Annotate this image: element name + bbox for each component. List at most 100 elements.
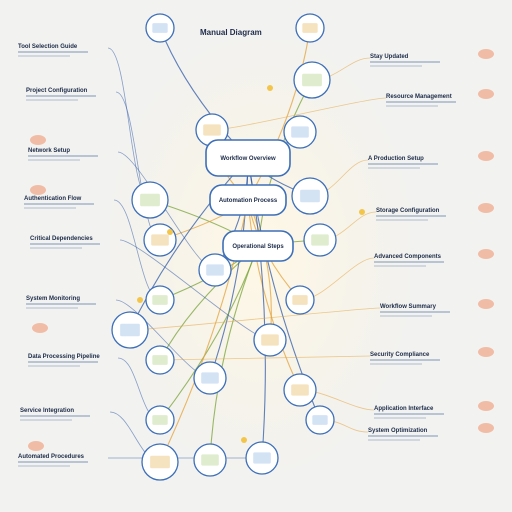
label-subtext-bar [380,315,432,317]
side-label: Project Configuration [26,88,88,94]
hand-icon [478,299,494,309]
diagram-heading: Manual Diagram [200,28,262,37]
label-subtext-bar [376,219,428,221]
node-thumbnail-icon [152,415,168,425]
hand-icon [478,423,494,433]
label-subtext-bar [368,167,420,169]
hand-icon [478,401,494,411]
connector-line [247,27,311,201]
highlight-dot [359,209,365,215]
label-subtext-bar [30,243,100,245]
hand-icon [30,185,46,195]
label-subtext-bar [370,61,440,63]
label-subtext-bar [18,465,70,467]
node-thumbnail-icon [206,264,224,276]
hub-label: Automation Process [219,198,278,204]
node-thumbnail-icon [291,126,309,138]
node-thumbnail-icon [261,334,279,346]
side-label: Advanced Components [374,254,442,260]
node-thumbnail-icon [152,355,168,365]
label-subtext-bar [30,247,82,249]
node-thumbnail-icon [291,384,309,396]
side-label: Network Setup [28,148,70,154]
side-label: Application Interface [374,406,434,412]
label-subtext-bar [28,159,80,161]
node-thumbnail-icon [203,124,221,136]
label-subtext-bar [28,155,98,157]
hub-node [205,139,291,177]
side-label: Automated Procedures [18,454,85,460]
node-thumbnail-icon [150,455,170,469]
node-thumbnail-icon [302,23,318,33]
side-label: Authentication Flow [24,196,82,202]
label-subtext-bar [374,417,426,419]
label-subtext-bar [368,439,420,441]
highlight-dot [167,229,173,235]
label-subtext-bar [26,95,96,97]
label-subtext-bar [26,99,78,101]
node-thumbnail-icon [151,234,169,246]
label-subtext-bar [18,55,70,57]
label-subtext-bar [380,311,450,313]
label-subtext-bar [376,215,446,217]
hand-icon [478,49,494,59]
label-subtext-bar [370,359,440,361]
label-subtext-bar [24,207,76,209]
side-label: Service Integration [20,408,74,414]
node-thumbnail-icon [120,323,140,337]
label-subtext-bar [374,413,444,415]
connector-line [247,199,301,391]
side-label: Data Processing Pipeline [28,354,100,360]
label-subtext-bar [374,265,426,267]
hub-label: Operational Steps [232,244,284,250]
side-label: Stay Updated [370,54,409,60]
node-thumbnail-icon [152,23,168,33]
label-subtext-bar [18,461,88,463]
label-subtext-bar [370,65,422,67]
highlight-dot [137,297,143,303]
hand-icon [32,323,48,333]
side-label: Workflow Summary [380,304,437,310]
label-subtext-bar [20,419,72,421]
label-subtext-bar [386,101,456,103]
node-thumbnail-icon [253,452,271,464]
side-label: Critical Dependencies [30,236,93,242]
label-subtext-bar [386,105,438,107]
connector-line [209,245,259,461]
side-label: Storage Configuration [376,208,440,214]
node-thumbnail-icon [302,73,322,87]
hand-icon [478,203,494,213]
node-thumbnail-icon [201,454,219,466]
hand-icon [478,151,494,161]
hand-icon [478,249,494,259]
hub-node [222,230,294,262]
diagram-heading-text: Manual Diagram [200,28,262,37]
label-subtext-bar [24,203,94,205]
hand-icon [478,89,494,99]
node-thumbnail-icon [312,415,328,425]
label-subtext-bar [26,303,96,305]
node-thumbnail-icon [201,372,219,384]
node-thumbnail-icon [140,193,160,207]
label-subtext-bar [28,361,98,363]
label-subtext-bar [368,163,438,165]
side-label: Security Compliance [370,352,430,358]
label-subtext-bar [370,363,422,365]
hand-icon [478,347,494,357]
label-subtext-bar [26,307,78,309]
highlight-dot [241,437,247,443]
node-thumbnail-icon [292,295,308,305]
hand-icon [28,441,44,451]
side-label: A Production Setup [368,156,424,162]
label-subtext-bar [374,261,444,263]
connector-line [129,157,249,331]
side-label: Resource Management [386,94,452,100]
node-thumbnail-icon [300,189,320,203]
label-subtext-bar [28,365,80,367]
side-label: Tool Selection Guide [18,44,78,50]
side-label: System Monitoring [26,296,80,302]
node-layer [28,13,494,481]
